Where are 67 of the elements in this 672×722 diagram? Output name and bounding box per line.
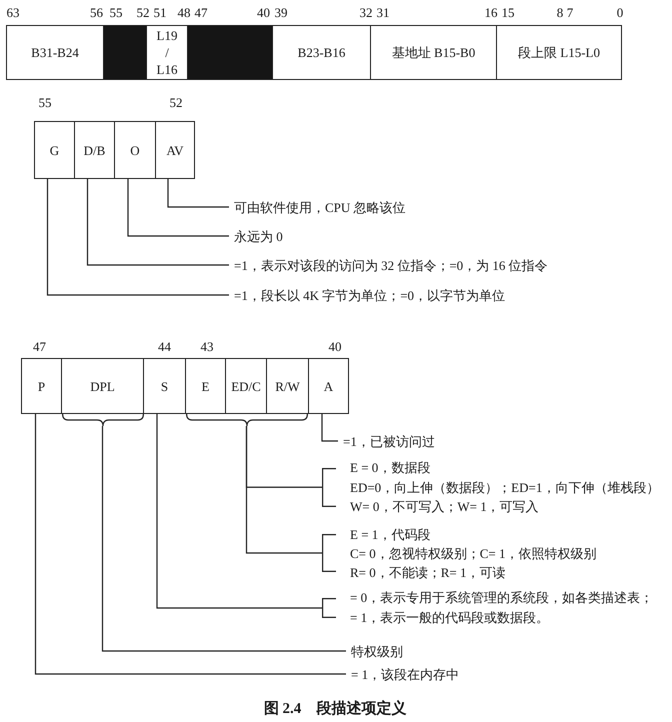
description-text: =1，已被访问过 [338,432,435,450]
leader-line [246,426,322,554]
description-text: R= 0，不能读；R= 1，可读 [350,564,506,582]
bit-number: 39 [274,5,288,21]
description-text: = 1，表示一般的代码段或数据段。 [350,609,550,627]
shaded-field [187,25,273,80]
description-text: W= 0，不可写入；W= 1，可写入 [350,498,539,516]
description-text: 永远为 0 [229,226,283,246]
field-cell: G [34,121,75,179]
bit-number: 55 [110,5,122,21]
bit-number: 52 [170,94,182,110]
field-cell: D/B [74,121,115,179]
description-text: =1，段长以 4K 字节为单位；=0，以字节为单位 [229,286,506,304]
field-cell: E [185,358,226,414]
bit-number: 48 [178,5,190,21]
description-text: C= 0，忽视特权级别；C= 1，依照特权级别 [350,544,597,562]
bit-number: 15 [502,5,514,21]
bit-number: 51 [154,5,166,21]
leader-line [156,414,322,609]
field-cell: A [308,358,349,414]
bit-number: 40 [328,339,342,355]
description-text: ED=0，向上伸（数据段）；ED=1，向下伸（堆栈段） [350,478,660,496]
field-cell: B31-B24 [6,25,104,80]
description-text: E = 0，数据段 [350,459,430,477]
field-cell: 基地址 B15-B0 [370,25,497,80]
bit-number: 52 [136,5,150,21]
leader-line [102,426,346,652]
field-cell: L19 / L16 [146,25,188,80]
field-cell: B23-B16 [272,25,371,80]
bit-number: 32 [360,5,372,21]
bit-number: 31 [376,5,390,21]
bit-number: 44 [158,339,171,355]
description-text: 特权级别 [346,642,403,660]
field-cell: O [114,121,156,179]
leader-line [86,179,229,266]
field-cell: ED/C [225,358,267,414]
bit-number: 56 [90,5,103,21]
brace [62,414,144,426]
leader-line [46,179,229,296]
description-text: =1，表示对该段的访问为 32 位指令；=0，为 16 位指令 [229,256,548,274]
leader-line [167,179,229,208]
bit-number: 40 [257,5,270,21]
leader-line [321,414,338,442]
bit-number: 47 [33,339,46,355]
bit-number: 43 [200,339,214,355]
bit-number: 47 [194,5,208,21]
description-text: = 0，表示专用于系统管理的系统段，如各类描述表； [350,589,654,607]
field-cell: DPL [61,358,144,414]
bit-number: 8 [556,5,564,21]
leader-line [127,179,229,237]
bit-number: 16 [484,5,498,21]
bit-number: 7 [566,5,574,21]
description-text: E = 1，代码段 [350,526,430,544]
bit-number: 0 [616,5,624,21]
field-cell: R/W [266,358,309,414]
description-text: 可由软件使用，CPU 忽略该位 [229,198,406,216]
field-cell: 段上限 L15-L0 [496,25,622,80]
bit-number: 55 [38,94,52,110]
leader-line [34,414,346,675]
field-cell: P [21,358,62,414]
bit-number: 63 [6,5,20,21]
field-cell: AV [155,121,195,179]
shaded-field [103,25,147,80]
field-cell: S [143,358,186,414]
description-text: = 1，该段在内存中 [346,664,460,684]
brace [186,414,308,426]
caption: 图 2.4 段描述项定义 [264,699,406,719]
